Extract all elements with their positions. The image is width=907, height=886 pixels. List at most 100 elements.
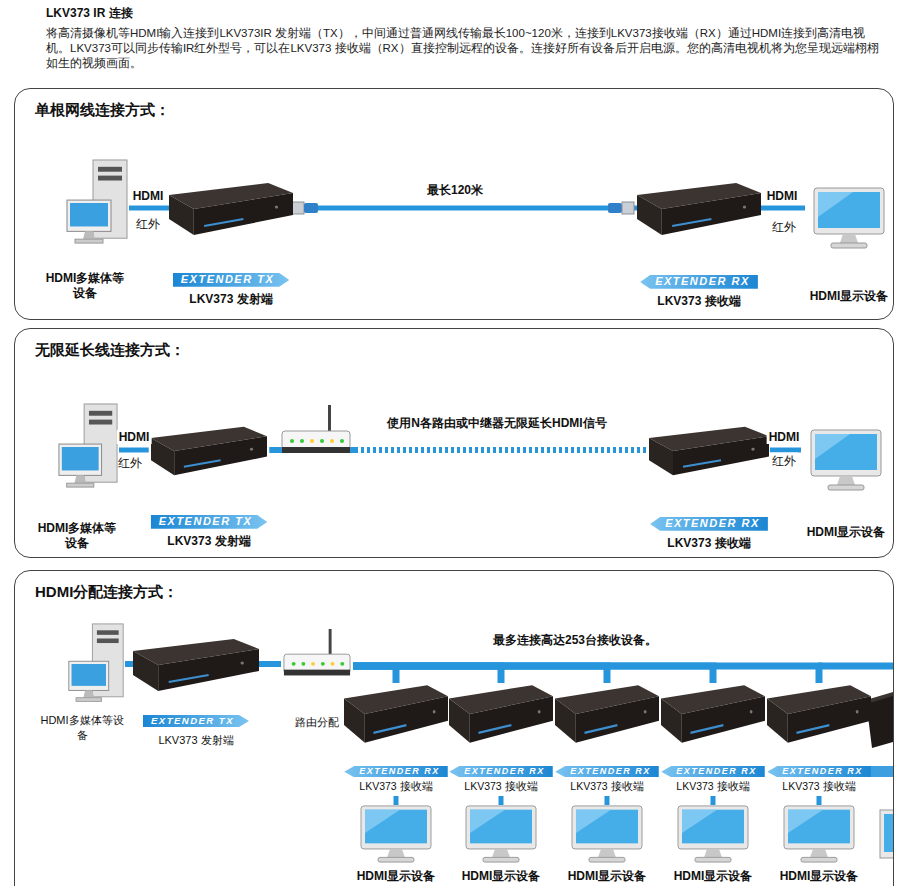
device-front bbox=[194, 193, 293, 235]
extender-badge: EXTENDER RX bbox=[640, 275, 758, 289]
panel-heading: 单根网线连接方式： bbox=[35, 101, 170, 120]
device-led bbox=[433, 710, 436, 714]
extender-badge: EXTENDER RX bbox=[555, 766, 659, 777]
receiver-unit: EXTENDER RXLKV373 接收端 bbox=[342, 683, 450, 796]
device-logo bbox=[683, 460, 721, 467]
extender-device bbox=[151, 425, 267, 477]
receiver-unit: EXTENDER RXLKV373 接收端 bbox=[447, 683, 555, 796]
intro-text: 将高清摄像机等HDMI输入连接到LKV373IR 发射端（TX），中间通过普通网… bbox=[46, 26, 880, 71]
pc-drive bbox=[89, 411, 112, 416]
device-side bbox=[169, 195, 194, 235]
display-frame bbox=[572, 806, 642, 849]
transmitter-unit: EXTENDER TXLKV373 发射端 bbox=[169, 181, 293, 310]
plug-boot bbox=[608, 203, 622, 213]
device-label: HDMI显示设备 bbox=[451, 869, 551, 884]
router-led bbox=[311, 662, 315, 666]
display-screen bbox=[815, 434, 877, 470]
display-screen bbox=[788, 810, 850, 844]
display-stand bbox=[704, 849, 722, 857]
cable-line bbox=[269, 447, 355, 453]
cable-line bbox=[710, 796, 715, 805]
display-stand bbox=[492, 849, 510, 857]
device-front bbox=[158, 649, 259, 691]
connector bbox=[269, 450, 648, 451]
display-base bbox=[828, 485, 864, 490]
display-screen bbox=[576, 810, 638, 844]
monitor-frame bbox=[59, 444, 102, 475]
computer-icon bbox=[67, 623, 125, 705]
edge-label: 最长120米 bbox=[425, 182, 485, 199]
pc-drive bbox=[89, 420, 112, 425]
router-led bbox=[292, 662, 296, 666]
transmitter-unit: EXTENDER TXLKV373 发射端 bbox=[133, 637, 259, 750]
device-label: HDMI多媒体等设备 bbox=[35, 521, 119, 551]
monitor-base bbox=[75, 239, 103, 243]
display-glare bbox=[682, 810, 717, 833]
computer-icon bbox=[65, 159, 129, 247]
cable-line bbox=[125, 661, 133, 667]
display-frame bbox=[814, 188, 884, 234]
pc-drive bbox=[97, 630, 119, 635]
display-base bbox=[589, 857, 625, 862]
monitor-frame bbox=[69, 661, 109, 690]
extender-device bbox=[555, 683, 659, 745]
monitor-frame bbox=[67, 200, 111, 231]
display-glare bbox=[576, 810, 611, 833]
device-side bbox=[344, 699, 365, 743]
plug-tip bbox=[292, 202, 304, 214]
unit-name: LKV373 接收端 bbox=[782, 780, 855, 794]
display-icon bbox=[813, 187, 885, 249]
router-antenna bbox=[328, 405, 331, 431]
router-led bbox=[340, 662, 344, 666]
connector bbox=[500, 796, 501, 805]
extender-device bbox=[133, 637, 259, 693]
display-stand bbox=[837, 476, 855, 485]
router-led bbox=[321, 662, 325, 666]
display-icon bbox=[360, 805, 432, 863]
pc-drive bbox=[98, 167, 122, 172]
display-glare bbox=[365, 810, 400, 833]
display-glare bbox=[815, 434, 850, 459]
unit-name: LKV373 接收端 bbox=[570, 780, 643, 794]
cable-line bbox=[355, 447, 648, 453]
display-partial bbox=[884, 814, 893, 852]
device-label: HDMI显示设备 bbox=[805, 289, 893, 304]
cable-line bbox=[498, 796, 503, 805]
extender-device bbox=[661, 683, 765, 745]
monitor-stand bbox=[83, 690, 94, 697]
display-device: HDMI显示设备 bbox=[557, 805, 657, 886]
cable-line bbox=[293, 206, 637, 211]
display-device: HDMI显示设备 bbox=[805, 187, 893, 306]
display-glare bbox=[818, 192, 853, 217]
unit-name: LKV373 接收端 bbox=[359, 780, 432, 794]
display-glare bbox=[470, 810, 505, 833]
connector bbox=[119, 450, 149, 451]
page-title: LKV373 IR 连接 bbox=[46, 5, 133, 22]
connector bbox=[259, 664, 281, 665]
display-icon bbox=[677, 805, 749, 863]
cable-line bbox=[604, 796, 609, 805]
device-led bbox=[241, 661, 244, 664]
connector bbox=[293, 208, 637, 209]
display-frame bbox=[784, 806, 854, 849]
unit-name: LKV373 接收端 bbox=[667, 535, 750, 552]
note-label: 红外 bbox=[116, 455, 144, 472]
device-label: 路由分配 bbox=[281, 715, 353, 730]
bus-line bbox=[818, 663, 893, 670]
display-stand bbox=[598, 849, 616, 857]
connector bbox=[818, 796, 819, 805]
display-device: HDMI显示设备 bbox=[663, 805, 763, 886]
device-led bbox=[644, 710, 647, 714]
extender-badge: EXTENDER RX bbox=[650, 517, 768, 531]
device-logo bbox=[184, 460, 221, 467]
unit-name: LKV373 发射端 bbox=[158, 733, 233, 748]
device-side bbox=[449, 699, 470, 743]
receiver-unit: EXTENDER RX LKV373 接收端 bbox=[553, 683, 661, 796]
display-stand bbox=[810, 849, 828, 857]
source-device: HDMI多媒体等设备 bbox=[35, 403, 119, 553]
extender-device bbox=[767, 683, 871, 745]
device-side bbox=[133, 651, 158, 691]
device-logo bbox=[584, 725, 617, 733]
router-body bbox=[282, 431, 350, 451]
router-node: 路由分配 bbox=[281, 629, 353, 732]
